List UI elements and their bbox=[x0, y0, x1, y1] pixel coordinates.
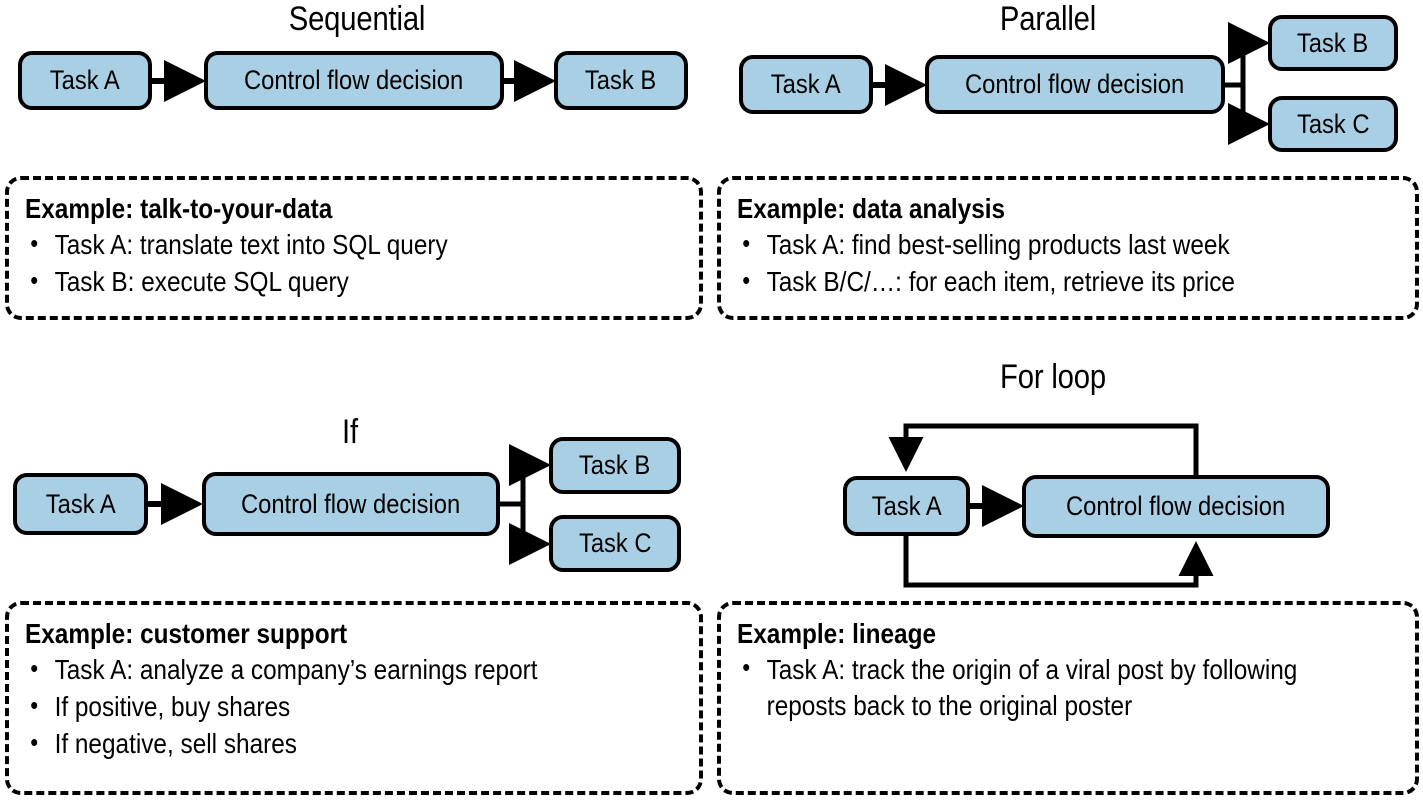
node-task-c: Task C bbox=[549, 515, 681, 572]
example-bullet-list: Task A: translate text into SQL query Ta… bbox=[25, 226, 683, 301]
panel-sequential: Sequential Task A Control flow decision … bbox=[0, 0, 711, 330]
panel-title-parallel: Parallel bbox=[999, 0, 1097, 38]
example-title: Example: talk-to-your-data bbox=[25, 193, 333, 224]
example-title: Example: data analysis bbox=[737, 193, 1006, 224]
node-task-a: Task A bbox=[18, 51, 152, 110]
node-label: Control flow decision bbox=[244, 65, 464, 95]
node-task-a: Task A bbox=[739, 55, 873, 114]
node-control-flow: Control flow decision bbox=[1022, 475, 1330, 538]
node-control-flow: Control flow decision bbox=[202, 472, 500, 536]
node-label: Control flow decision bbox=[965, 69, 1185, 99]
example-bullet-list: Task A: find best-selling products last … bbox=[737, 226, 1399, 301]
example-bullet-list: Task A: analyze a company’s earnings rep… bbox=[25, 651, 683, 763]
node-task-b: Task B bbox=[549, 437, 681, 494]
node-label: Control flow decision bbox=[241, 488, 461, 519]
node-task-a: Task A bbox=[843, 476, 970, 536]
example-bullet-list: Task A: track the origin of a viral post… bbox=[737, 651, 1399, 725]
panel-title-if: If bbox=[342, 413, 358, 451]
example-box-sequential: Example: talk-to-your-data Task A: trans… bbox=[5, 176, 703, 320]
node-label: Task B bbox=[585, 65, 657, 95]
list-item: Task A: track the origin of a viral post… bbox=[737, 651, 1313, 725]
node-label: Task C bbox=[1296, 108, 1370, 139]
node-label: Task B bbox=[1297, 27, 1369, 58]
panel-for-loop: For loop Task A Control flow decision Ex… bbox=[713, 355, 1423, 801]
list-item: If negative, sell shares bbox=[25, 725, 597, 763]
list-item: Task B/C/…: for each item, retrieve its … bbox=[737, 263, 1313, 301]
node-control-flow: Control flow decision bbox=[204, 51, 504, 110]
node-label: Task A bbox=[45, 488, 116, 519]
node-label: Task A bbox=[770, 69, 841, 99]
node-task-b: Task B bbox=[1268, 15, 1398, 71]
list-item: Task B: execute SQL query bbox=[25, 263, 597, 301]
node-task-b: Task B bbox=[554, 51, 688, 110]
node-label: Task A bbox=[871, 490, 942, 521]
node-label: Task C bbox=[578, 528, 652, 558]
example-box-for-loop: Example: lineage Task A: track the origi… bbox=[717, 601, 1419, 795]
node-control-flow: Control flow decision bbox=[925, 55, 1225, 114]
panel-parallel: Parallel Task A Control flow decision Ta… bbox=[713, 0, 1423, 330]
node-task-a: Task A bbox=[13, 473, 148, 535]
list-item: Task A: analyze a company’s earnings rep… bbox=[25, 651, 597, 689]
node-label: Control flow decision bbox=[1066, 491, 1286, 521]
example-title: Example: customer support bbox=[25, 618, 348, 649]
panel-title-sequential: Sequential bbox=[288, 0, 426, 38]
list-item: Task A: find best-selling products last … bbox=[737, 226, 1313, 264]
example-box-if: Example: customer support Task A: analyz… bbox=[5, 601, 703, 795]
node-task-c: Task C bbox=[1268, 96, 1398, 152]
panel-title-for-loop: For loop bbox=[1000, 358, 1106, 396]
list-item: If positive, buy shares bbox=[25, 688, 597, 726]
example-box-parallel: Example: data analysis Task A: find best… bbox=[717, 176, 1419, 320]
list-item: Task A: translate text into SQL query bbox=[25, 226, 597, 264]
example-title: Example: lineage bbox=[737, 618, 937, 649]
panel-if: If Task A Control flow decision Task B T… bbox=[0, 355, 711, 801]
node-label: Task A bbox=[49, 65, 120, 95]
node-label: Task B bbox=[579, 450, 651, 480]
